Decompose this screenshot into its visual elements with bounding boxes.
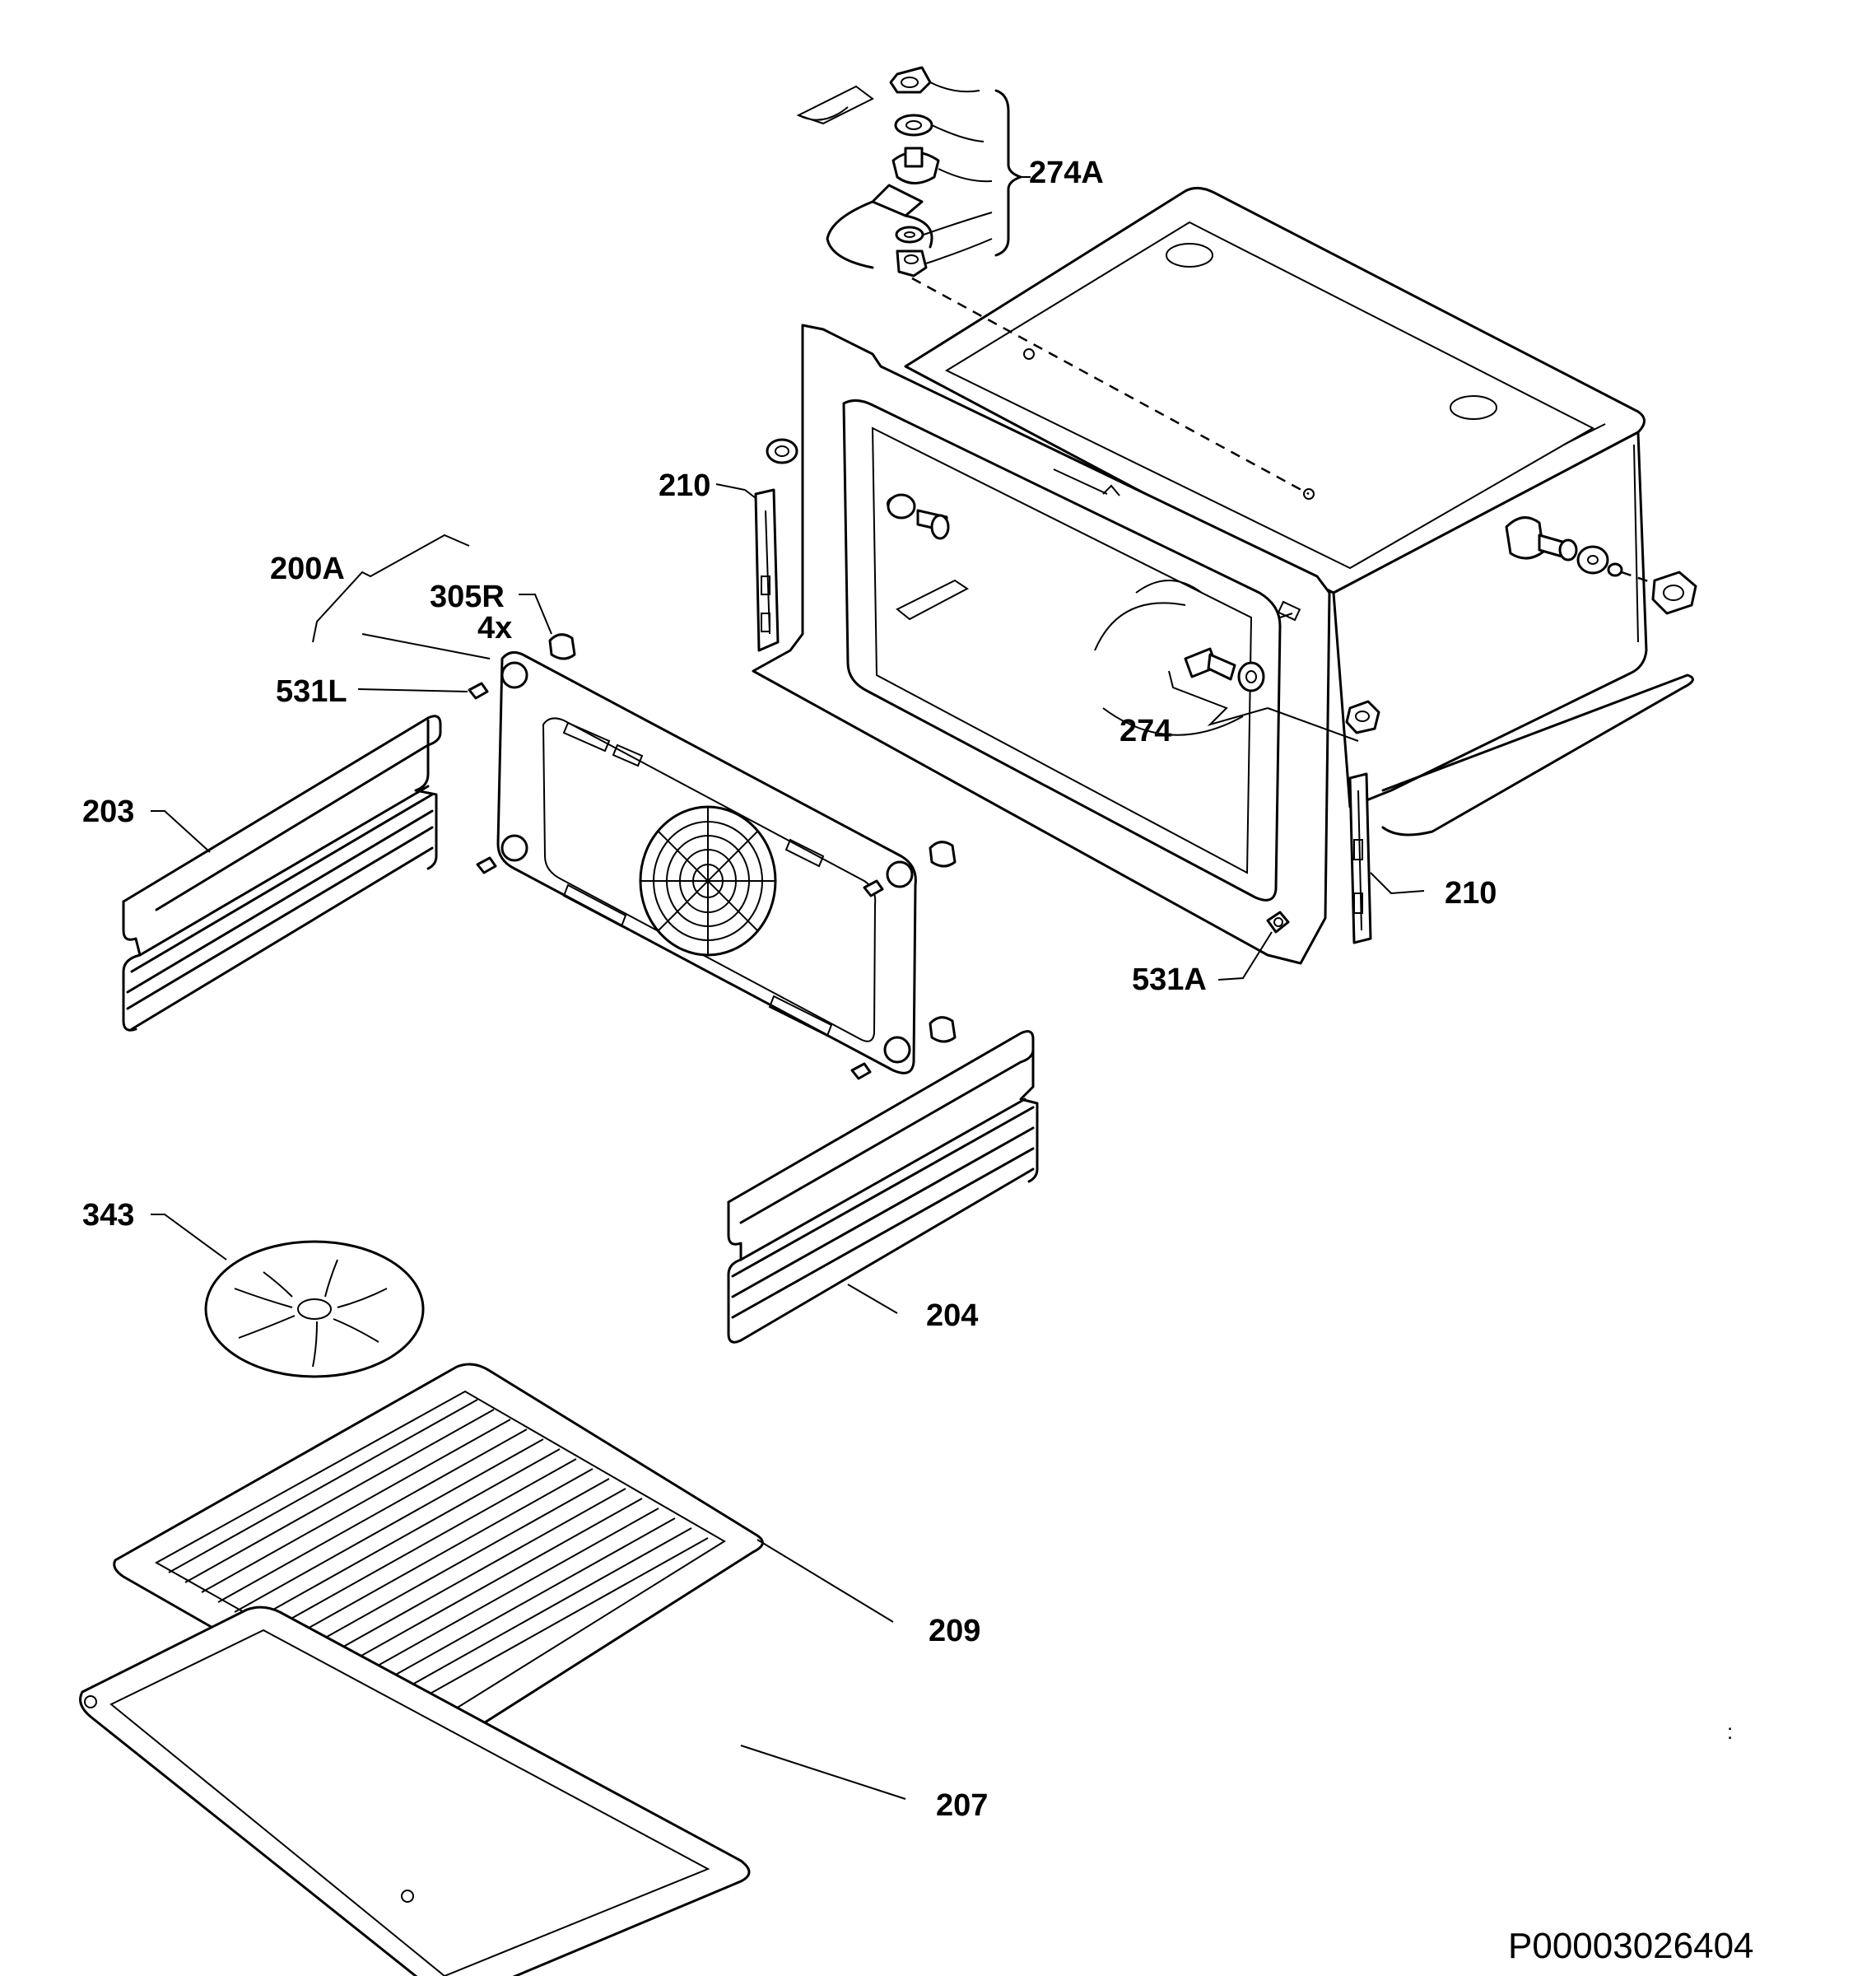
shaft-bolt-274	[1168, 647, 1359, 742]
deflector-disc-343	[204, 1240, 425, 1378]
shelf-support-203	[122, 715, 442, 1032]
label-203: 203	[82, 795, 134, 829]
nut-right-front	[1345, 700, 1380, 734]
grill-rack-bars	[168, 1399, 709, 1712]
label-200A: 200A	[270, 552, 345, 586]
shaft-bolt-inner-left	[887, 493, 950, 540]
shelf-support-204	[727, 1030, 1039, 1344]
part-labels: 274A 210 200A 305R 4x 531L 203 274 210 5…	[82, 156, 1754, 1966]
baking-tray-207	[79, 1606, 751, 1976]
label-207: 207	[936, 1788, 988, 1823]
leader-lines	[151, 483, 1425, 1800]
label-531L: 531L	[276, 674, 347, 709]
stray-mark: :	[1727, 1719, 1733, 1744]
label-531A: 531A	[1132, 962, 1207, 997]
rear-panel-200A	[496, 650, 917, 1074]
bushing-left	[766, 438, 798, 464]
label-305R: 305R	[430, 580, 505, 614]
label-210-left: 210	[659, 468, 710, 503]
label-210-right: 210	[1445, 876, 1497, 911]
screw-531A	[1266, 911, 1290, 934]
part-210-left	[754, 488, 780, 652]
caps-305R	[548, 633, 957, 1043]
label-4x: 4x	[477, 611, 512, 645]
screws-531L	[468, 682, 884, 1080]
label-274: 274	[1120, 714, 1171, 748]
label-204: 204	[926, 1298, 978, 1333]
label-343: 343	[82, 1198, 134, 1233]
oven-cavity	[752, 187, 1694, 965]
mount-assembly-274A	[796, 66, 1310, 496]
label-209: 209	[929, 1614, 980, 1648]
drawing-code: P00003026404	[1508, 1926, 1754, 1966]
label-274A: 274A	[1029, 156, 1104, 190]
part-210-right	[1348, 772, 1372, 944]
side-mount-right	[1505, 516, 1697, 615]
